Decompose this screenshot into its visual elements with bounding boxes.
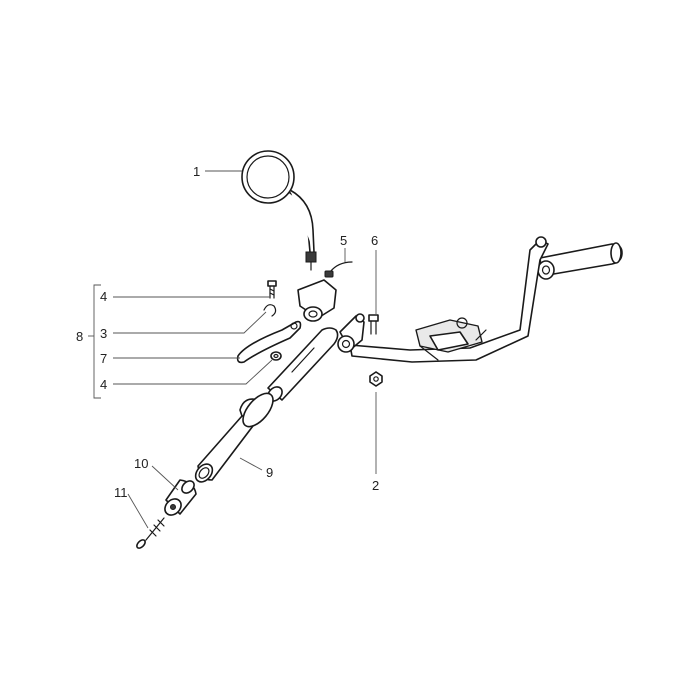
grip [194, 392, 274, 483]
brake-lever [236, 320, 302, 364]
callout-labels: 1 5 6 4 8 3 7 4 9 2 10 11 [76, 164, 379, 500]
handlebar-frame [267, 236, 623, 402]
callout-9: 9 [266, 465, 273, 480]
nut [369, 371, 383, 387]
bar-end-weight [164, 479, 197, 516]
bar-end-screw [136, 517, 165, 549]
callout-7: 7 [100, 351, 107, 366]
cable-clip [324, 261, 353, 278]
lever-clamp [297, 279, 337, 322]
screw [267, 280, 277, 299]
callout-3: 3 [100, 326, 107, 341]
bolt [368, 314, 379, 335]
mirror [241, 150, 317, 271]
callout-6: 6 [371, 233, 378, 248]
callout-11: 11 [114, 485, 128, 500]
callout-2: 2 [372, 478, 379, 493]
leader-lines [88, 170, 377, 529]
callout-10: 10 [134, 456, 148, 471]
callout-4-bottom: 4 [100, 377, 107, 392]
callout-5: 5 [340, 233, 347, 248]
callout-8: 8 [76, 329, 83, 344]
lever-spring [263, 304, 277, 317]
callout-4-top: 4 [100, 289, 107, 304]
callout-1: 1 [193, 164, 200, 179]
washer [270, 351, 282, 361]
